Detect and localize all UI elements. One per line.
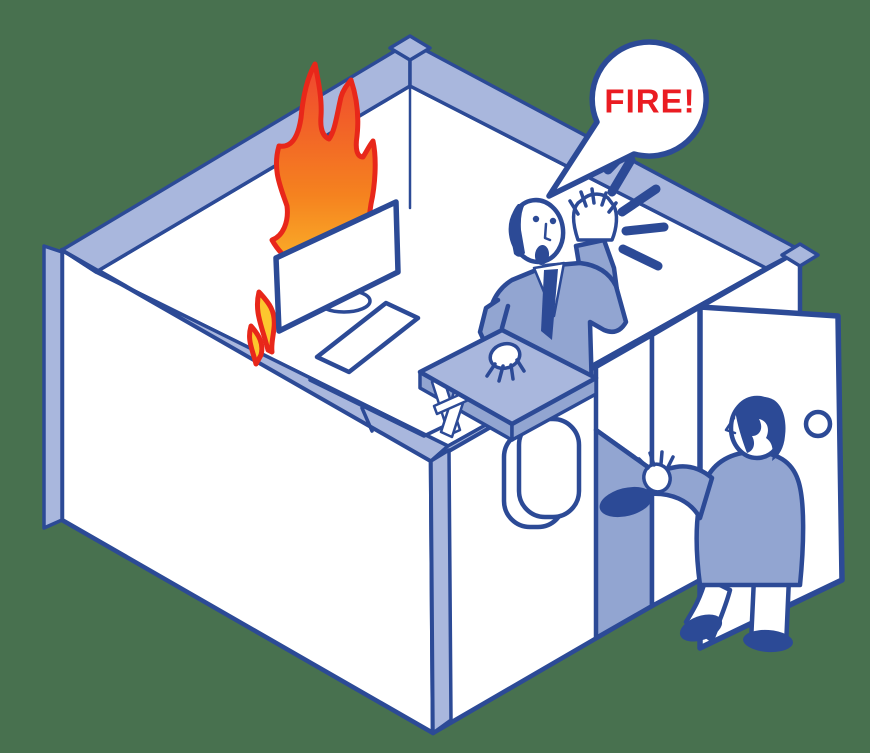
- plaque-face: [516, 416, 582, 520]
- left-corner-post: [42, 244, 64, 530]
- shout-ray: [621, 222, 669, 236]
- desk-top: [417, 327, 599, 427]
- person-nose: [724, 416, 737, 435]
- man-hair: [509, 204, 525, 257]
- shout-ray: [618, 244, 663, 271]
- person-body: [694, 449, 806, 588]
- person-hand: [637, 450, 675, 494]
- person-left-shoe: [679, 614, 723, 642]
- back-corner-cap: [388, 34, 432, 62]
- shout-ray: [607, 155, 636, 197]
- shout-ray: [617, 184, 661, 217]
- wall-plaque: [501, 416, 582, 530]
- doorway: [593, 304, 703, 641]
- person-hair: [735, 396, 786, 461]
- raised-hand: [568, 187, 619, 242]
- office-desk: [417, 327, 599, 442]
- entering-person: [637, 395, 806, 653]
- speech-bubble-shape: [546, 39, 709, 199]
- front-corner-post: [429, 448, 453, 735]
- person-right-shoe: [743, 629, 793, 653]
- man-open-mouth: [534, 245, 550, 265]
- burning-workstation: [273, 199, 457, 438]
- man-right-eye: [549, 217, 557, 225]
- flame-small-tongue-lower: [247, 323, 265, 367]
- speech-bubble: FIRE!: [546, 39, 709, 199]
- man-nose: [543, 222, 552, 242]
- speech-bubble-text: FIRE!: [604, 83, 695, 120]
- hand-on-desk: [485, 341, 526, 383]
- tie: [541, 269, 558, 340]
- keyboard: [314, 300, 421, 375]
- monitor-panel: [273, 199, 401, 334]
- man-left-eye: [532, 215, 540, 223]
- doorway-shadow: [599, 486, 653, 518]
- right-corner-cap: [780, 242, 820, 268]
- door-jamb: [649, 304, 703, 609]
- door-knob: [803, 409, 833, 439]
- flame-small-tongue-left: [254, 289, 277, 355]
